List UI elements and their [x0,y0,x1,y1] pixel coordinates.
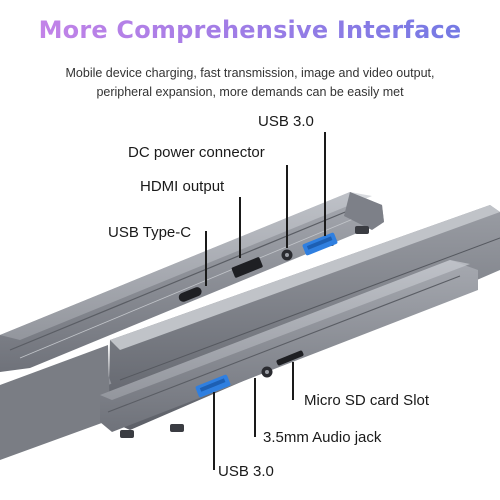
label-usb-c: USB Type-C [108,224,192,241]
callout-lines [205,132,326,470]
label-hdmi: HDMI output [140,178,225,195]
usb3-port-top [302,232,338,256]
usb3-port-bottom [195,374,231,398]
dc-power-port [281,249,293,261]
hdmi-port [231,257,263,278]
micro-sd-slot [276,350,304,366]
subline: Mobile device charging, fast transmissio… [20,64,480,102]
subline-line-1: Mobile device charging, fast transmissio… [65,66,435,80]
label-usb30-top: USB 3.0 [258,113,314,130]
headline: More Comprehensive Interface [0,16,500,44]
subline-line-2: peripheral expansion, more demands can b… [96,85,404,99]
label-usb30-bottom: USB 3.0 [218,463,274,480]
usb-c-port [178,287,202,302]
label-micro-sd: Micro SD card Slot [304,392,430,409]
label-dc-power: DC power connector [128,144,265,161]
lower-hub-unit [100,260,478,438]
audio-jack-port [261,366,273,378]
label-audio-jack: 3.5mm Audio jack [263,429,382,446]
